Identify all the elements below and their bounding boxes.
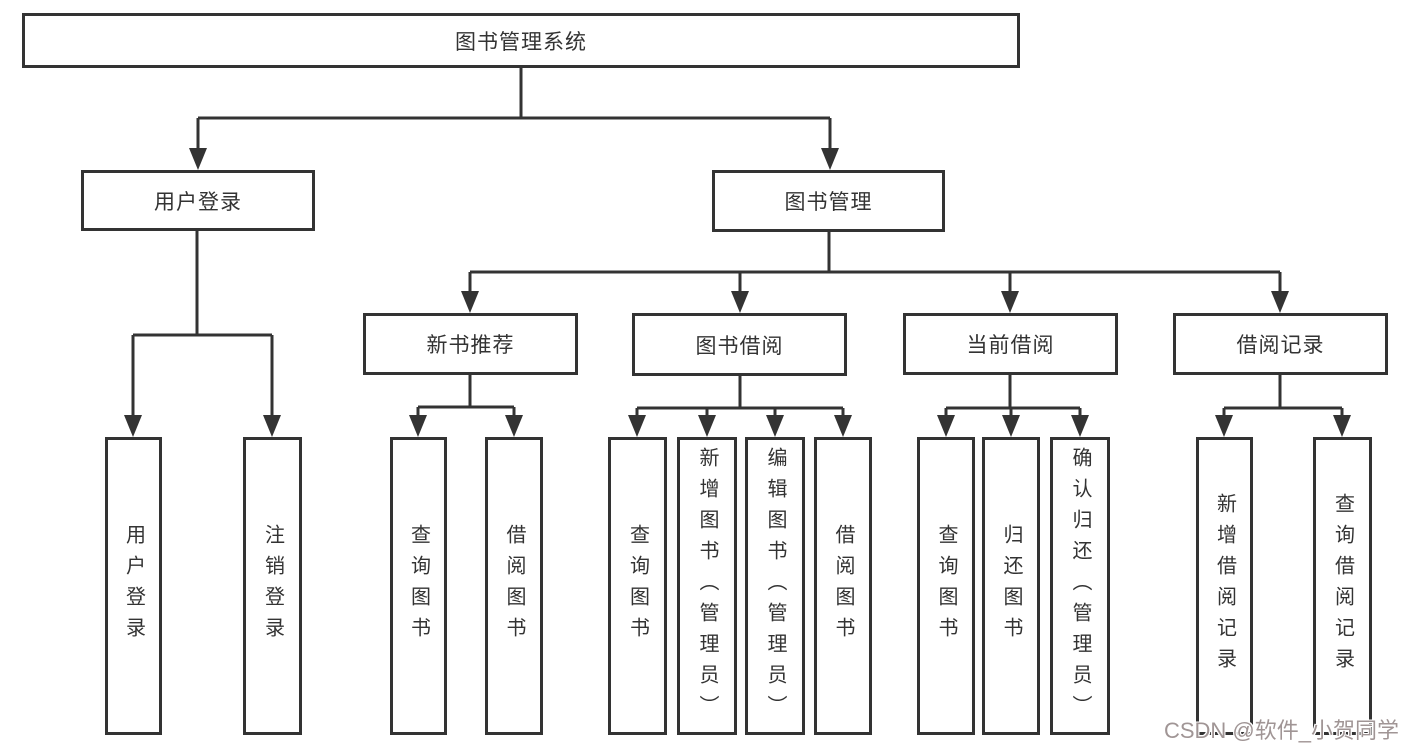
leaf-borrow-edit-books-admin-label: 编辑图书（管理员） bbox=[764, 446, 786, 726]
leaf-records-query-record: 查询借阅记录 bbox=[1313, 437, 1372, 735]
leaf-borrow-borrow-books-label: 借阅图书 bbox=[832, 524, 854, 648]
node-book-management: 图书管理 bbox=[712, 170, 945, 232]
leaf-borrow-add-books-admin-label: 新增图书（管理员） bbox=[696, 446, 718, 726]
leaf-borrow-query-books-label: 查询图书 bbox=[626, 524, 649, 648]
leaf-user-login: 用户登录 bbox=[105, 437, 162, 735]
node-new-book-recommendation: 新书推荐 bbox=[363, 313, 578, 375]
leaf-current-return-books-label: 归还图书 bbox=[1000, 524, 1022, 648]
leaf-current-query-books: 查询图书 bbox=[917, 437, 975, 735]
node-user-login: 用户登录 bbox=[81, 170, 315, 231]
leaf-borrow-edit-books-admin: 编辑图书（管理员） bbox=[745, 437, 805, 735]
leaf-borrow-query-books: 查询图书 bbox=[608, 437, 667, 735]
leaf-borrow-borrow-books: 借阅图书 bbox=[814, 437, 872, 735]
leaf-records-add-record: 新增借阅记录 bbox=[1196, 437, 1253, 735]
leaf-current-query-books-label: 查询图书 bbox=[935, 524, 957, 648]
leaf-logout: 注销登录 bbox=[243, 437, 302, 735]
leaf-newbook-borrow-books: 借阅图书 bbox=[485, 437, 543, 735]
leaf-user-login-label: 用户登录 bbox=[122, 524, 145, 648]
node-current-borrowing: 当前借阅 bbox=[903, 313, 1118, 375]
leaf-logout-label: 注销登录 bbox=[261, 524, 284, 648]
leaf-borrow-add-books-admin: 新增图书（管理员） bbox=[677, 437, 737, 735]
leaf-newbook-query-books-label: 查询图书 bbox=[407, 524, 430, 648]
leaf-current-return-books: 归还图书 bbox=[982, 437, 1040, 735]
leaf-current-confirm-return-admin: 确认归还（管理员） bbox=[1050, 437, 1110, 735]
leaf-newbook-query-books: 查询图书 bbox=[390, 437, 447, 735]
leaf-newbook-borrow-books-label: 借阅图书 bbox=[503, 524, 525, 648]
leaf-records-add-record-label: 新增借阅记录 bbox=[1213, 493, 1236, 679]
node-borrowing-records: 借阅记录 bbox=[1173, 313, 1388, 375]
node-library-management-system: 图书管理系统 bbox=[22, 13, 1020, 68]
csdn-watermark: CSDN @软件_小贺同学 bbox=[1163, 718, 1399, 743]
node-book-borrowing: 图书借阅 bbox=[632, 313, 847, 376]
leaf-current-confirm-return-admin-label: 确认归还（管理员） bbox=[1069, 446, 1091, 726]
leaf-records-query-record-label: 查询借阅记录 bbox=[1331, 493, 1354, 679]
